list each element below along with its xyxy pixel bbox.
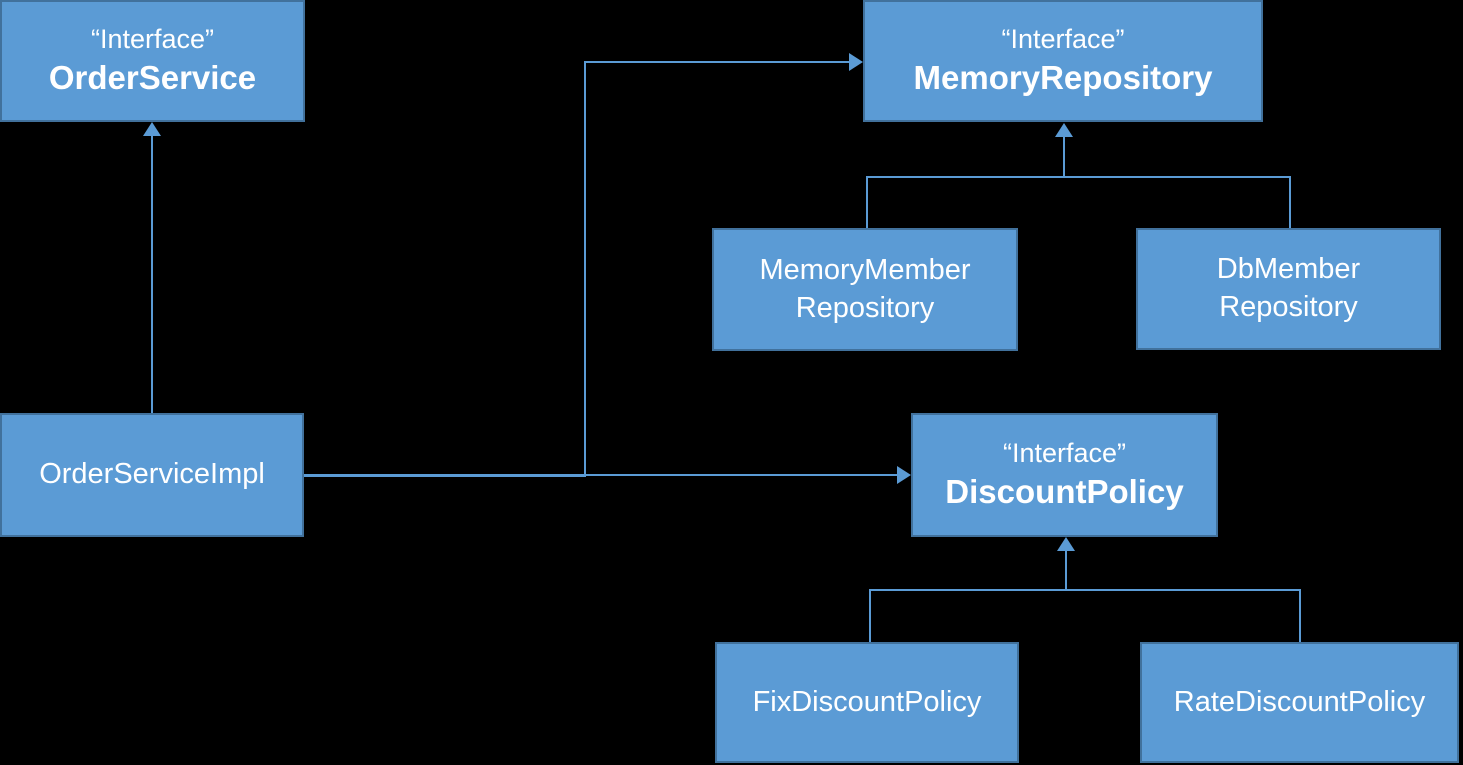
edge-impl-to-orderservice <box>151 135 153 413</box>
discount-policy-stereotype: “Interface” <box>1002 438 1127 468</box>
arrowhead-up-icon <box>1057 537 1075 551</box>
edge-riser-vertical <box>584 61 586 476</box>
arrowhead-right-icon <box>897 466 911 484</box>
edge-to-discountpolicy <box>586 474 897 476</box>
edge-impl-horizontal <box>304 474 586 477</box>
discount-policy-name: DiscountPolicy <box>945 473 1184 511</box>
edge-policies-bar <box>869 589 1301 591</box>
node-memory-member-repository: MemoryMember Repository <box>712 228 1018 351</box>
node-order-service-impl: OrderServiceImpl <box>0 413 304 537</box>
edge-dbmember-drop <box>1289 176 1291 228</box>
edge-repos-stem <box>1063 136 1065 177</box>
edge-fixdiscount-drop <box>869 589 871 642</box>
rate-discount-policy-name: RateDiscountPolicy <box>1173 685 1426 718</box>
edge-to-memoryrepository <box>586 61 849 63</box>
node-discount-policy: “Interface” DiscountPolicy <box>911 413 1218 537</box>
db-member-repository-name-line2: Repository <box>1219 291 1358 323</box>
node-fix-discount-policy: FixDiscountPolicy <box>715 642 1019 763</box>
node-db-member-repository: DbMember Repository <box>1136 228 1441 350</box>
node-order-service: “Interface” OrderService <box>0 0 305 122</box>
edge-repos-bar <box>866 176 1291 178</box>
edge-ratediscount-drop <box>1299 589 1301 642</box>
order-service-stereotype: “Interface” <box>90 24 215 54</box>
db-member-repository-name-line1: DbMember <box>1216 253 1361 286</box>
memory-repository-stereotype: “Interface” <box>1001 24 1125 54</box>
arrowhead-right-icon <box>849 53 863 71</box>
edge-policies-stem <box>1065 550 1067 590</box>
fix-discount-policy-name: FixDiscountPolicy <box>752 685 982 718</box>
memory-repository-name: MemoryRepository <box>913 59 1213 97</box>
memory-member-repository-name-line1: MemoryMember <box>759 253 971 286</box>
order-service-impl-name: OrderServiceImpl <box>39 458 265 491</box>
node-memory-repository: “Interface” MemoryRepository <box>863 0 1263 122</box>
arrowhead-up-icon <box>143 122 161 136</box>
arrowhead-up-icon <box>1055 123 1073 137</box>
node-rate-discount-policy: RateDiscountPolicy <box>1140 642 1459 763</box>
edge-memorymember-drop <box>866 176 868 228</box>
order-service-name: OrderService <box>48 59 257 97</box>
memory-member-repository-name-line2: Repository <box>795 291 935 324</box>
